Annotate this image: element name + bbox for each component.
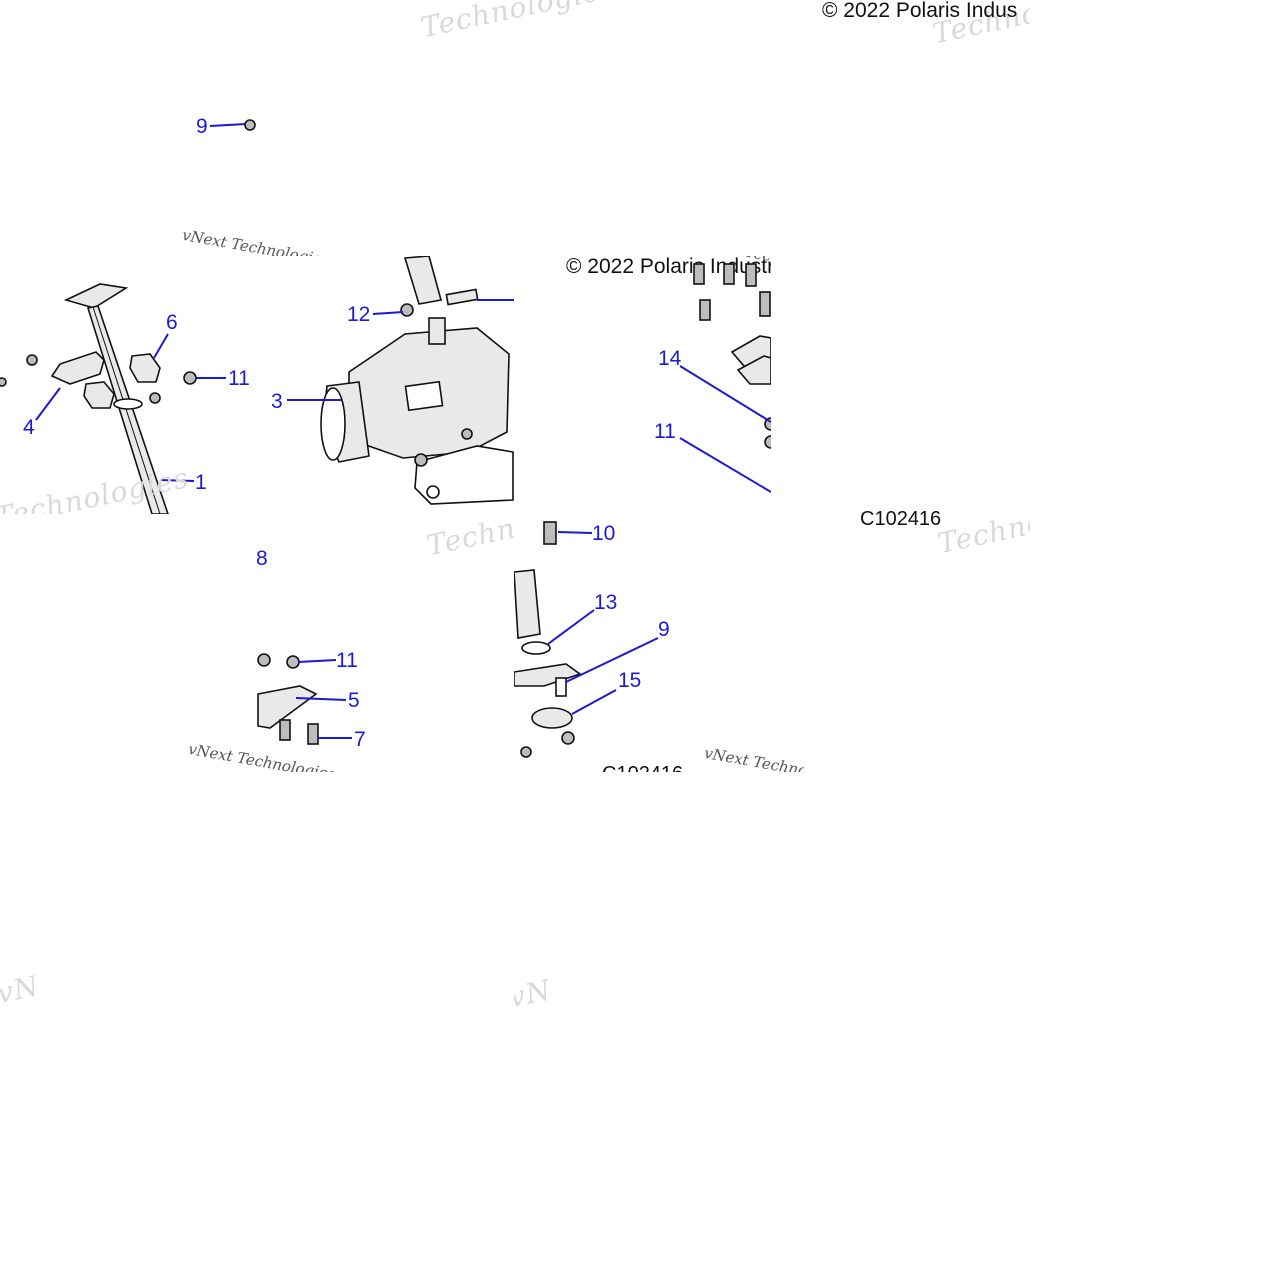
callout-6: 6 (166, 311, 178, 334)
callout-10: 10 (592, 522, 616, 545)
tile-lower-left: Technologies 8 11 5 7 vNext Technologies (0, 514, 514, 772)
tile-steering-column: 6 11 4 1 Technologies (0, 256, 257, 514)
lower-left-drawing (257, 653, 352, 745)
mount-bracket-drawing (679, 263, 771, 493)
bolt-icon (244, 119, 256, 131)
copyright-text: © 2022 Polaris Indus (822, 0, 1018, 22)
pinion-shaft (514, 569, 541, 639)
mounting-flange (63, 283, 129, 309)
tile-id-right: C102416 Technologies (771, 500, 1030, 552)
callout-12: 12 (347, 303, 371, 326)
tile-bottom-middle: vNext (514, 970, 548, 1030)
drawing-id-lower: C102416 (602, 764, 683, 772)
callout-11-left: 11 (228, 367, 250, 390)
drawing-id: C102416 (860, 508, 942, 530)
tile-lower-middle: 10 13 9 15 C102416 vNext Technologies (514, 514, 804, 772)
bracket (50, 351, 105, 385)
copyright-text-mid: © 2022 Polaris Industries Inc. (566, 256, 771, 278)
callout-1: 1 (195, 471, 207, 494)
watermark-text: vNext (514, 970, 548, 1015)
callout-7: 7 (354, 728, 366, 751)
callout-9-top: 9 (196, 115, 208, 138)
steering-column-drawing (0, 283, 226, 514)
clamp-upper (129, 353, 161, 383)
leader-lines-top (209, 119, 256, 131)
clamp-lower (83, 381, 115, 409)
seal-flange (514, 663, 582, 687)
watermark-text: Technologies (935, 500, 1030, 552)
mounting-plate (414, 445, 514, 505)
watermark-text: vNext (0, 966, 34, 1011)
steering-gear-drawing (287, 256, 514, 505)
tile-mount-bracket: © 2022 Polaris Industries Inc. 14 11 vNe… (514, 256, 771, 514)
callout-9-lower: 9 (658, 618, 670, 641)
callout-4: 4 (23, 416, 35, 439)
tile-top: Technologies Technologies © 2022 Polaris… (0, 0, 1030, 256)
callout-15: 15 (618, 669, 642, 692)
callout-3: 3 (271, 390, 283, 413)
column-tube (86, 305, 169, 514)
callout-14: 14 (658, 347, 682, 370)
callout-11-lower: 11 (336, 649, 358, 672)
upper-shaft (403, 256, 443, 305)
lower-middle-drawing (514, 521, 659, 758)
callout-11-right: 11 (654, 420, 676, 443)
tile-bottom-left: vNext (0, 966, 34, 1030)
callout-8: 8 (256, 547, 268, 570)
tile-steering-gear: 12 3 (257, 256, 514, 514)
bracket-arm-lower (736, 355, 771, 385)
callout-13: 13 (594, 591, 618, 614)
callout-5: 5 (348, 689, 360, 712)
support-plate (257, 685, 318, 729)
